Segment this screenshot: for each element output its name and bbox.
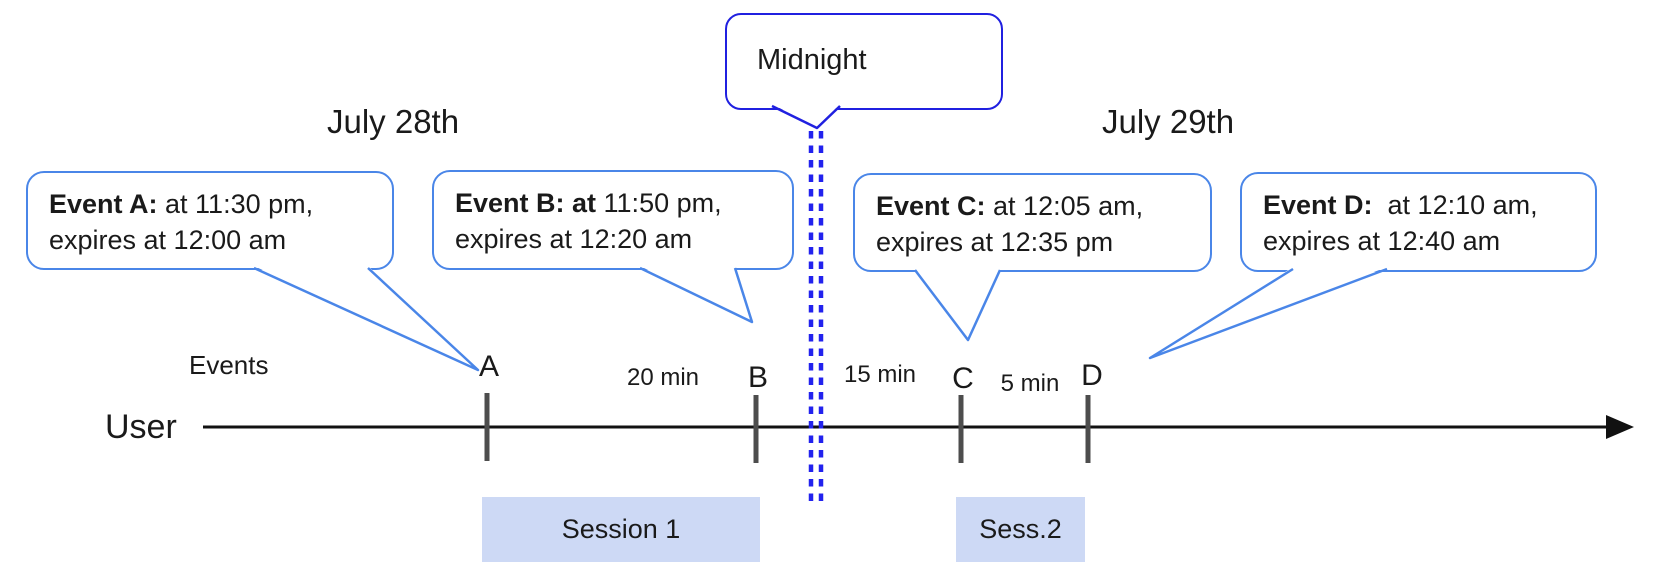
event-b-time: 11:50 pm,: [596, 188, 722, 218]
event-a-expiry: expires at 12:00 am: [49, 225, 287, 255]
event-d-tail: [1148, 267, 1388, 360]
event-d-tail-fill: [1150, 267, 1387, 358]
event-b-title: Event B: at: [455, 188, 597, 218]
timeline-arrowhead-icon: [1606, 415, 1634, 439]
event-c-time: at 12:05 am,: [985, 191, 1144, 221]
events-row-label: Events: [189, 350, 269, 380]
tick-label-d: D: [1081, 359, 1103, 392]
event-b-expiry: expires at 12:20 am: [455, 224, 693, 254]
session-2-bar: Sess.2: [956, 497, 1085, 562]
event-d-expiry: expires at 12:40 am: [1263, 226, 1501, 256]
event-b-tail: [639, 266, 754, 324]
event-d-line1: Event D: at 12:10 am,: [1263, 187, 1595, 223]
interval-label-15min: 15 min: [843, 361, 917, 388]
event-b-tail-fill: [640, 266, 752, 322]
tick-label-b: B: [747, 361, 769, 394]
event-d-time: at 12:10 am,: [1372, 190, 1538, 220]
event-c-callout: Event C: at 12:05 am, expires at 12:35 p…: [853, 173, 1212, 272]
event-c-tail: [914, 269, 1002, 342]
event-a-tail-fill: [254, 266, 478, 370]
interval-label-20min: 20 min: [626, 364, 700, 391]
event-a-line1: Event A: at 11:30 pm,: [49, 186, 392, 222]
tick-label-a: A: [478, 350, 500, 383]
event-a-time: at 11:30 pm,: [157, 189, 314, 219]
midnight-callout: Midnight: [725, 13, 1003, 110]
session-1-bar: Session 1: [482, 497, 760, 562]
midnight-label: Midnight: [757, 44, 867, 76]
event-c-tail-fill: [915, 268, 1000, 340]
date-label-july-29: July 29th: [1102, 103, 1235, 140]
event-d-title: Event D:: [1263, 190, 1373, 220]
tick-label-c: C: [952, 362, 974, 395]
event-d-callout: Event D: at 12:10 am, expires at 12:40 a…: [1240, 172, 1597, 272]
event-c-title: Event C:: [876, 191, 986, 221]
event-a-tail: [253, 266, 480, 372]
event-a-title: Event A:: [49, 189, 158, 219]
event-c-line1: Event C: at 12:05 am,: [876, 188, 1210, 224]
interval-label-5min: 5 min: [1000, 370, 1060, 397]
event-a-callout: Event A: at 11:30 pm, expires at 12:00 a…: [26, 171, 394, 270]
event-c-expiry: expires at 12:35 pm: [876, 227, 1114, 257]
user-axis-label: User: [105, 408, 177, 446]
event-b-line1: Event B: at 11:50 pm,: [455, 185, 792, 221]
event-b-callout: Event B: at 11:50 pm, expires at 12:20 a…: [432, 170, 794, 270]
date-label-july-28: July 28th: [327, 103, 460, 140]
